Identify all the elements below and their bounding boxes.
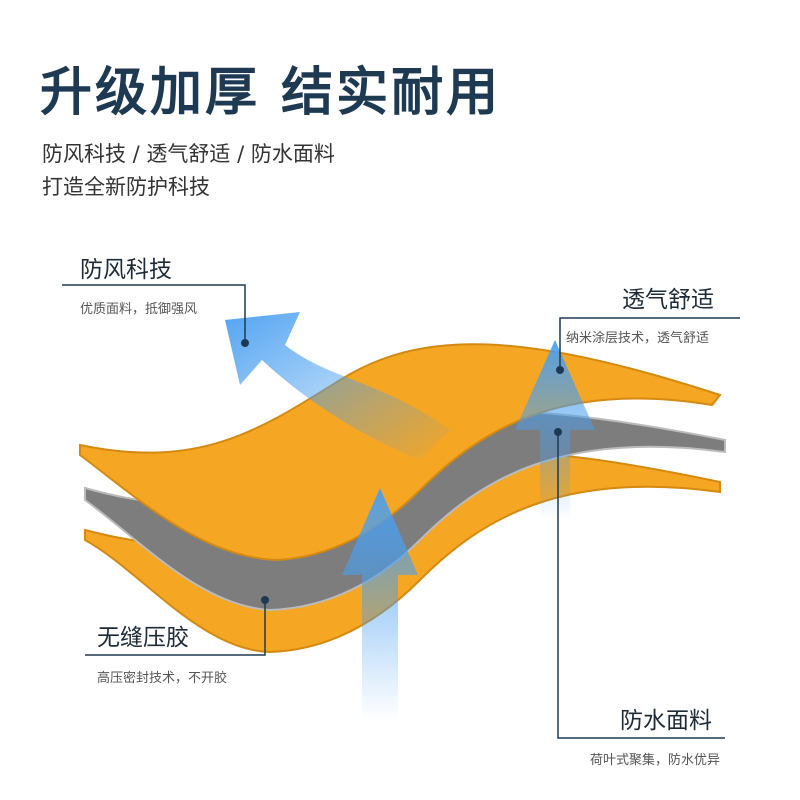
feature-label-windproof: 防风科技 [80, 257, 172, 283]
subtitle-line1: 防风科技 / 透气舒适 / 防水面料 [42, 142, 335, 166]
feature-desc-seamless: 高压密封技术，不开胶 [97, 671, 228, 686]
feature-desc-waterproof: 荷叶式聚集，防水优异 [590, 753, 721, 768]
subtitle-line2: 打造全新防护科技 [42, 175, 210, 199]
page-title: 升级加厚 结实耐用 [40, 63, 502, 123]
feature-label-breathable: 透气舒适 [622, 287, 714, 313]
feature-label-seamless: 无缝压胶 [97, 625, 189, 651]
feature-desc-windproof: 优质面料，抵御强风 [80, 302, 198, 317]
feature-desc-breathable: 纳米涂层技术，透气舒适 [566, 331, 710, 346]
breathable-arrow-left [342, 488, 418, 720]
feature-label-waterproof: 防水面料 [620, 708, 712, 734]
wind-arrow [225, 312, 450, 460]
